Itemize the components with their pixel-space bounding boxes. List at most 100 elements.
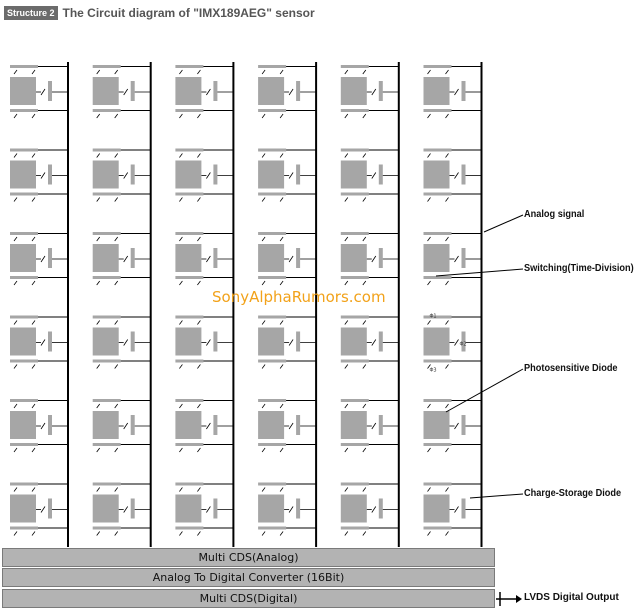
photodiode [92, 77, 119, 105]
switch-mark [454, 88, 459, 96]
switch-mark [279, 153, 284, 158]
switch-mark [288, 172, 294, 179]
gate-bar [10, 443, 38, 446]
switch-mark [261, 447, 266, 453]
photodiode [340, 77, 367, 105]
gate-bar [175, 232, 204, 235]
gate-bar [175, 276, 204, 279]
switch-mark [371, 88, 377, 96]
switch-mark [123, 255, 129, 263]
switch-mark [362, 153, 367, 158]
gate-bar [340, 232, 369, 235]
switch-mark [40, 506, 46, 513]
storage-diode [378, 415, 383, 435]
storage-diode [461, 164, 466, 185]
pixel-label-phi1: Φ1 [430, 314, 437, 320]
switch-mark [31, 364, 36, 369]
diagram-header: Structure 2 The Circuit diagram of "IMX1… [4, 5, 315, 21]
switch-mark [445, 487, 449, 492]
switch-mark [13, 113, 18, 119]
switch-mark [179, 197, 183, 202]
gate-bar [92, 315, 121, 319]
photodiode [10, 160, 36, 189]
gate-bar [92, 148, 121, 152]
switch-mark [427, 320, 431, 325]
switch-mark [31, 487, 36, 492]
switch-mark [31, 197, 36, 202]
switch-mark [445, 69, 449, 75]
switch-mark [114, 69, 119, 75]
gate-bar [92, 526, 121, 530]
photodiode [92, 411, 119, 439]
gate-bar [340, 482, 369, 486]
callout-analog-signal: Analog signal [524, 209, 585, 220]
switch-mark [197, 236, 201, 242]
switch-mark [197, 280, 201, 286]
gate-bar [258, 526, 287, 530]
switch-mark [427, 197, 431, 202]
switch-mark [362, 113, 367, 119]
gate-bar [258, 399, 287, 402]
photodiode [340, 160, 367, 189]
storage-diode [213, 331, 218, 352]
switch-mark [279, 447, 284, 453]
switch-mark [13, 197, 18, 202]
switch-mark [445, 320, 449, 325]
photodiode [92, 327, 119, 356]
storage-diode [296, 164, 301, 185]
switch-mark [206, 339, 211, 346]
gate-bar [423, 399, 452, 402]
storage-diode [48, 415, 52, 435]
switch-mark [362, 403, 367, 409]
photodiode [175, 244, 202, 272]
switch-mark [179, 113, 183, 119]
switch-mark [362, 236, 367, 242]
photodiode [258, 494, 285, 523]
switch-mark [31, 403, 36, 409]
switch-mark [31, 280, 36, 286]
photodiode [175, 494, 202, 523]
switch-mark [197, 197, 201, 202]
switch-mark [371, 172, 377, 179]
switch-mark [261, 403, 266, 409]
gate-bar [423, 148, 452, 152]
switch-mark [454, 339, 459, 346]
photodiode [10, 77, 36, 105]
switch-mark [123, 88, 129, 96]
switch-mark [179, 531, 183, 536]
switch-mark [445, 403, 449, 409]
lvds-output-label: LVDS Digital Output [524, 592, 619, 603]
gate-bar [175, 359, 204, 363]
storage-diode [378, 248, 383, 268]
switch-mark [96, 113, 101, 119]
switch-mark [445, 236, 449, 242]
switch-mark [96, 320, 101, 325]
switch-mark [362, 280, 367, 286]
switch-mark [13, 447, 18, 453]
switch-mark [454, 255, 459, 263]
switch-mark [344, 153, 349, 158]
switch-mark [179, 280, 183, 286]
gate-bar [423, 192, 452, 196]
gate-bar [10, 315, 38, 319]
switch-mark [179, 236, 183, 242]
switch-mark [13, 153, 18, 158]
bar-multi-cds-analog: Multi CDS(Analog) [2, 548, 495, 567]
switch-mark [31, 113, 36, 119]
photodiode [92, 494, 119, 523]
storage-diode [48, 498, 52, 519]
gate-bar [423, 526, 452, 530]
switch-mark [344, 69, 349, 75]
switch-mark [427, 447, 431, 453]
photodiode [423, 494, 450, 523]
storage-diode [48, 248, 52, 268]
output-arrow-icon [516, 595, 522, 603]
switch-mark [454, 506, 459, 513]
gate-bar [92, 232, 121, 235]
gate-bar [10, 399, 38, 402]
gate-bar [175, 443, 204, 446]
gate-bar [258, 315, 287, 319]
storage-diode [461, 331, 466, 352]
switch-mark [261, 487, 266, 492]
switch-mark [288, 339, 294, 346]
